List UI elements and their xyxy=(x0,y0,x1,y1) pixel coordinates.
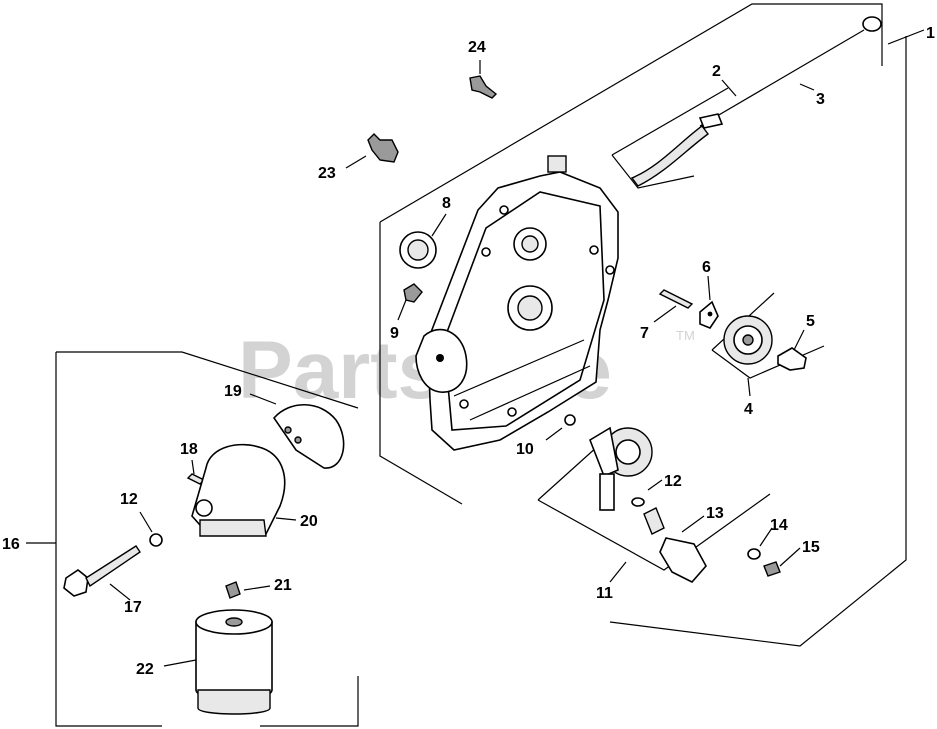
callout-9: 9 xyxy=(390,325,399,342)
callout-15: 15 xyxy=(802,539,820,556)
oil-pressure-switch xyxy=(367,133,399,163)
callout-1: 1 xyxy=(926,25,935,42)
oil-filter-adapter xyxy=(191,443,286,537)
callout-24: 24 xyxy=(468,39,486,56)
adapter-plate xyxy=(272,404,345,469)
locator-pin xyxy=(777,347,807,371)
callout-10: 10 xyxy=(516,441,534,458)
governor-shaft xyxy=(658,289,694,309)
callout-2: 2 xyxy=(712,63,721,80)
callout-23: 23 xyxy=(318,165,336,182)
o-ring-10 xyxy=(564,414,576,426)
callout-5: 5 xyxy=(806,313,815,330)
watermark-trademark: TM xyxy=(676,328,695,343)
filter-nipple xyxy=(225,581,241,599)
callout-17: 17 xyxy=(124,599,142,616)
oil-pump xyxy=(589,426,653,511)
callout-8: 8 xyxy=(442,195,451,212)
callout-21: 21 xyxy=(274,577,292,594)
drain-plug xyxy=(403,283,423,303)
callout-4: 4 xyxy=(744,401,753,418)
dipstick-subgroup-outline xyxy=(611,87,729,189)
callout-7: 7 xyxy=(640,325,649,342)
washer-14 xyxy=(747,548,761,560)
oil-seal xyxy=(399,231,437,269)
dipstick xyxy=(630,16,882,187)
callout-12-pump: 12 xyxy=(664,473,682,490)
callout-labels: 1 2 3 4 5 6 7 8 9 10 11 12 13 14 15 16 1… xyxy=(2,25,935,678)
adapter-bolt xyxy=(63,545,141,597)
callout-19: 19 xyxy=(224,383,242,400)
screw-15 xyxy=(763,561,781,577)
relief-valve xyxy=(643,507,707,583)
callout-3: 3 xyxy=(816,91,825,108)
o-ring-12a xyxy=(149,533,163,547)
oil-filter xyxy=(195,609,273,715)
group-1-outline xyxy=(379,3,907,647)
callout-11: 11 xyxy=(596,585,613,602)
crankcase-cover xyxy=(415,155,619,451)
leader-lines xyxy=(26,29,925,667)
callout-14: 14 xyxy=(770,517,788,534)
governor-gear xyxy=(723,315,773,365)
callout-20: 20 xyxy=(300,513,318,530)
plug-24 xyxy=(469,75,498,99)
callout-12-filter: 12 xyxy=(120,491,138,508)
washer-6 xyxy=(699,300,719,329)
group-16-outline xyxy=(55,351,359,727)
callout-13: 13 xyxy=(706,505,724,522)
o-ring-12b xyxy=(631,497,645,507)
callout-16: 16 xyxy=(2,536,20,553)
callout-22: 22 xyxy=(136,661,154,678)
callout-6: 6 xyxy=(702,259,711,276)
oil-pump-subgroup-outline xyxy=(537,445,771,571)
callout-18: 18 xyxy=(180,441,198,458)
